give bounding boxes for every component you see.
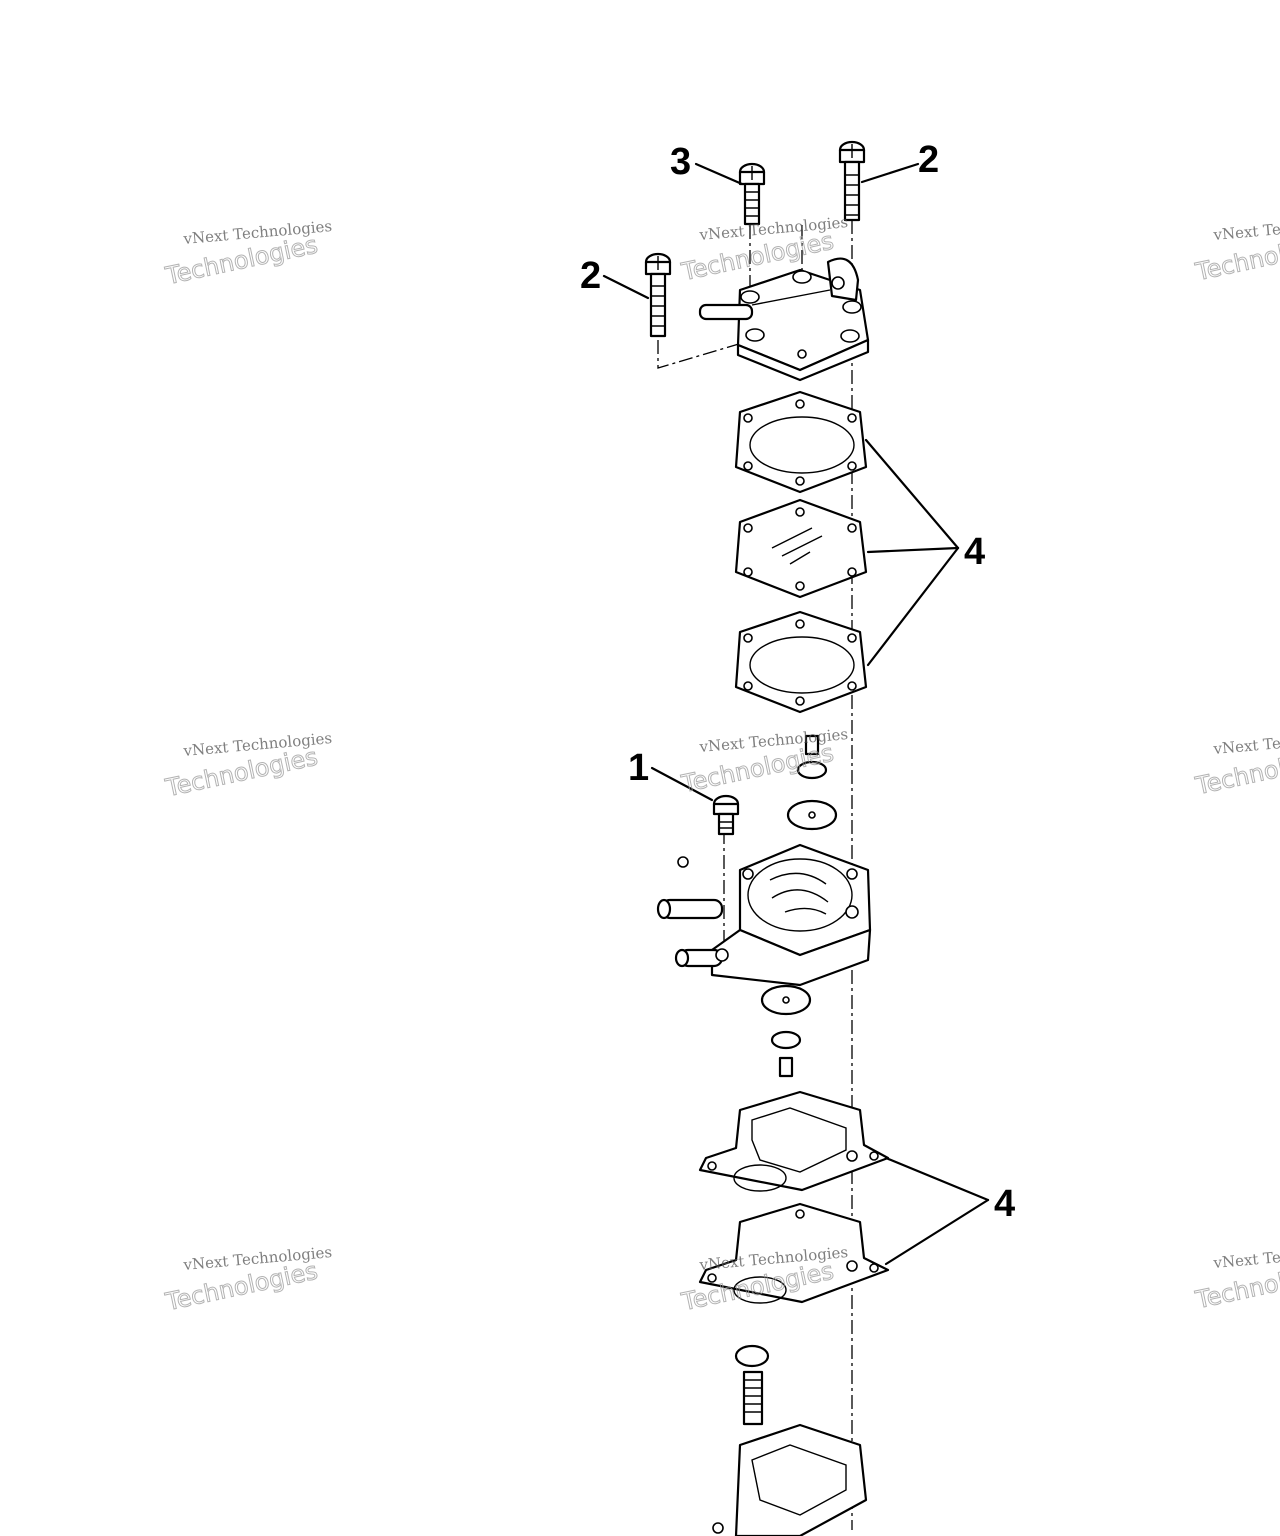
valve-spring (734, 1344, 770, 1426)
screw-part-3 (738, 162, 766, 226)
callout-2-left: 2 (580, 255, 601, 297)
gasket-lower-2 (698, 1202, 890, 1304)
gasket-lower-1 (698, 1090, 890, 1192)
screw-part-2-right (838, 140, 866, 222)
screw-part-2-left (644, 252, 672, 338)
pump-base (712, 1423, 868, 1536)
callout-2-top: 2 (918, 139, 939, 181)
watermark-text: vNext Technologies (1212, 1241, 1280, 1272)
watermark-text: vNext Technologies (1212, 213, 1280, 244)
watermark-text: vNext Technologies (1212, 727, 1280, 758)
callout-4-upper: 4 (964, 531, 985, 573)
leader-lines (602, 162, 990, 1266)
gasket-middle (734, 610, 868, 714)
pump-cover (698, 257, 870, 382)
gasket-upper (734, 390, 868, 494)
watermark-group: vNext Technologies Technologies vNext Te… (162, 213, 1280, 1317)
screw-part-1 (712, 794, 740, 836)
check-valve-upper (786, 734, 838, 831)
alignment-lines (657, 170, 861, 1530)
diaphragm-sheet (734, 498, 868, 599)
callout-1: 1 (628, 747, 649, 789)
callout-3: 3 (670, 141, 691, 183)
callout-4-lower: 4 (994, 1183, 1015, 1225)
check-valve-lower (760, 984, 812, 1078)
pump-body (656, 843, 872, 987)
